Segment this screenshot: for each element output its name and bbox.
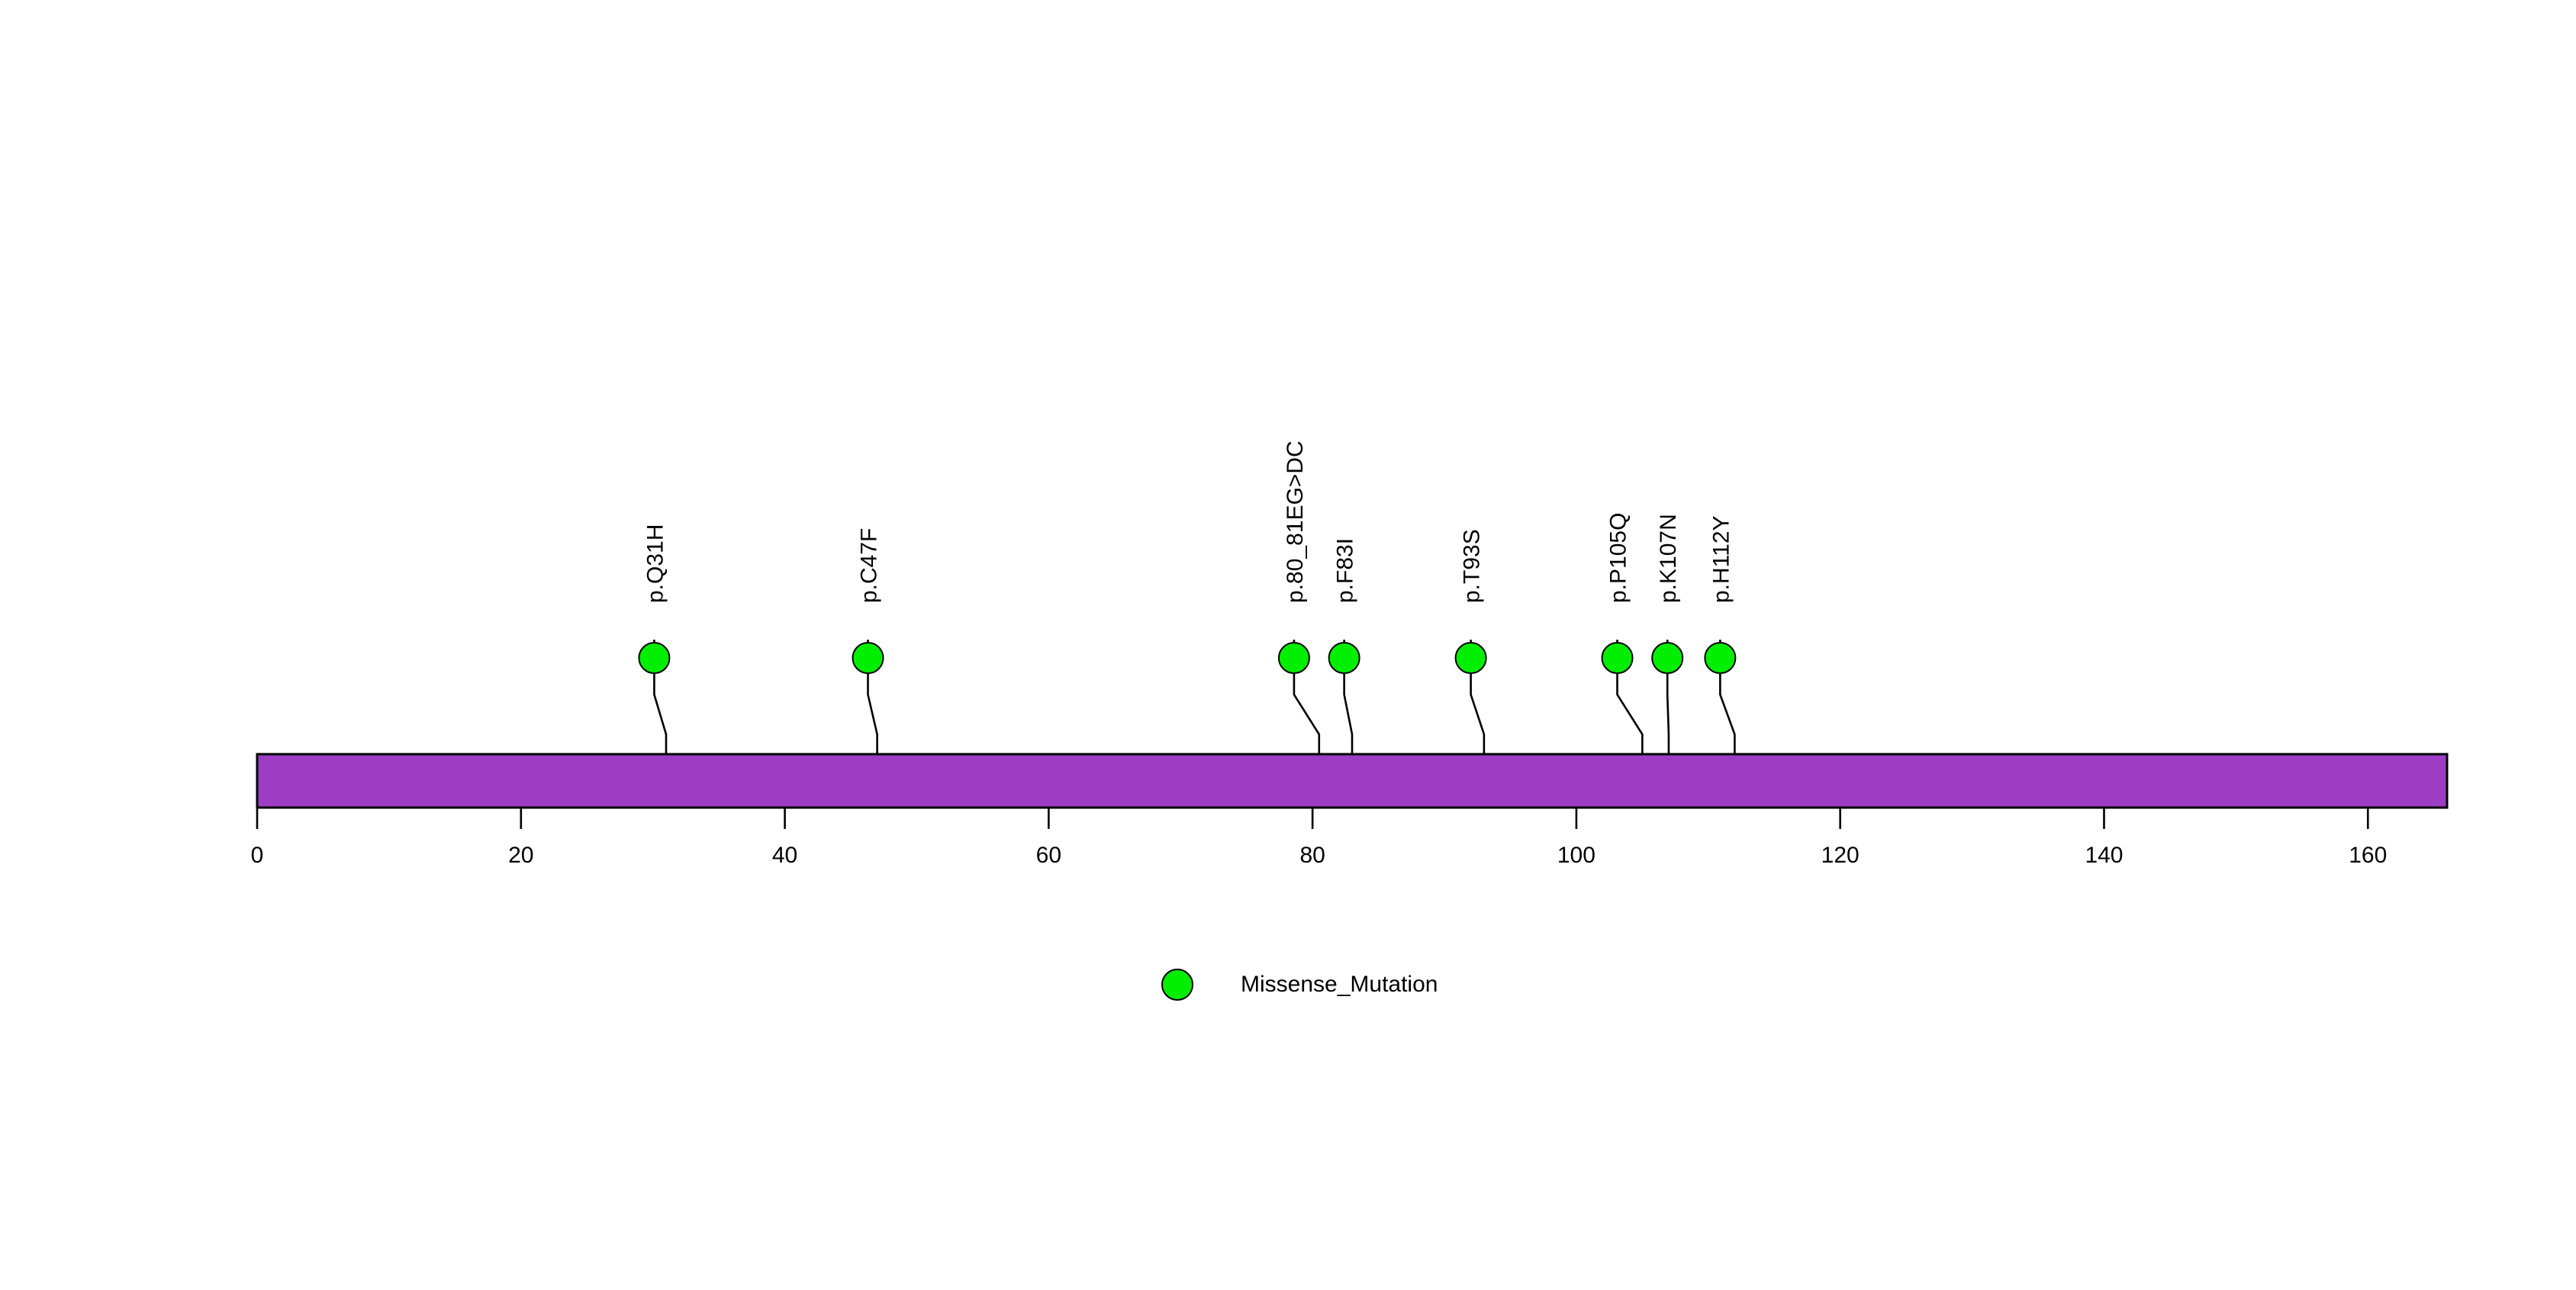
mutation-markers-group: p.Q31H p.C47F p.80_81EG>DC p.F83I p.T93S p.P1… (638, 440, 1737, 674)
axis-tick-label: 120 (1821, 843, 1860, 868)
mutation-label: p.K107N (1656, 514, 1681, 603)
mutation-dot[interactable] (1454, 642, 1487, 674)
mutation-dot[interactable] (852, 642, 884, 674)
mutation-label: p.C47F (856, 528, 881, 603)
legend-marker-icon (1161, 969, 1193, 1001)
axis-tick-label: 80 (1299, 843, 1325, 868)
mutation-dot[interactable] (638, 642, 671, 674)
legend-label: Missense_Mutation (1241, 972, 1438, 997)
axis-tick-label: 60 (1036, 843, 1061, 868)
mutation-dot[interactable] (1651, 642, 1684, 674)
mutation-label: p.F83I (1333, 538, 1358, 603)
protein-backbone-bar[interactable] (256, 753, 2449, 809)
mutation-label: p.Q31H (642, 524, 668, 603)
mutation-dot[interactable] (1277, 642, 1310, 674)
mutation-dot[interactable] (1704, 642, 1737, 674)
x-axis: 0 20 40 60 80 100 120 140 160 (251, 808, 2387, 868)
mutation-dot[interactable] (1601, 642, 1634, 674)
mutation-label: p.T93S (1460, 529, 1485, 603)
axis-tick-label: 40 (772, 843, 797, 868)
mutation-label: p.P105Q (1606, 513, 1631, 603)
axis-tick-label: 100 (1557, 843, 1596, 868)
axis-tick-label: 0 (251, 843, 264, 868)
mutation-dot[interactable] (1328, 642, 1360, 674)
axis-tick-label: 20 (508, 843, 533, 868)
axis-tick-label: 140 (2085, 843, 2123, 868)
mutation-label: p.H112Y (1708, 515, 1734, 603)
mutation-label: p.80_81EG>DC (1283, 440, 1308, 603)
axis-tick-label: 160 (2349, 843, 2387, 868)
legend: Missense_Mutation (1161, 969, 1438, 1001)
